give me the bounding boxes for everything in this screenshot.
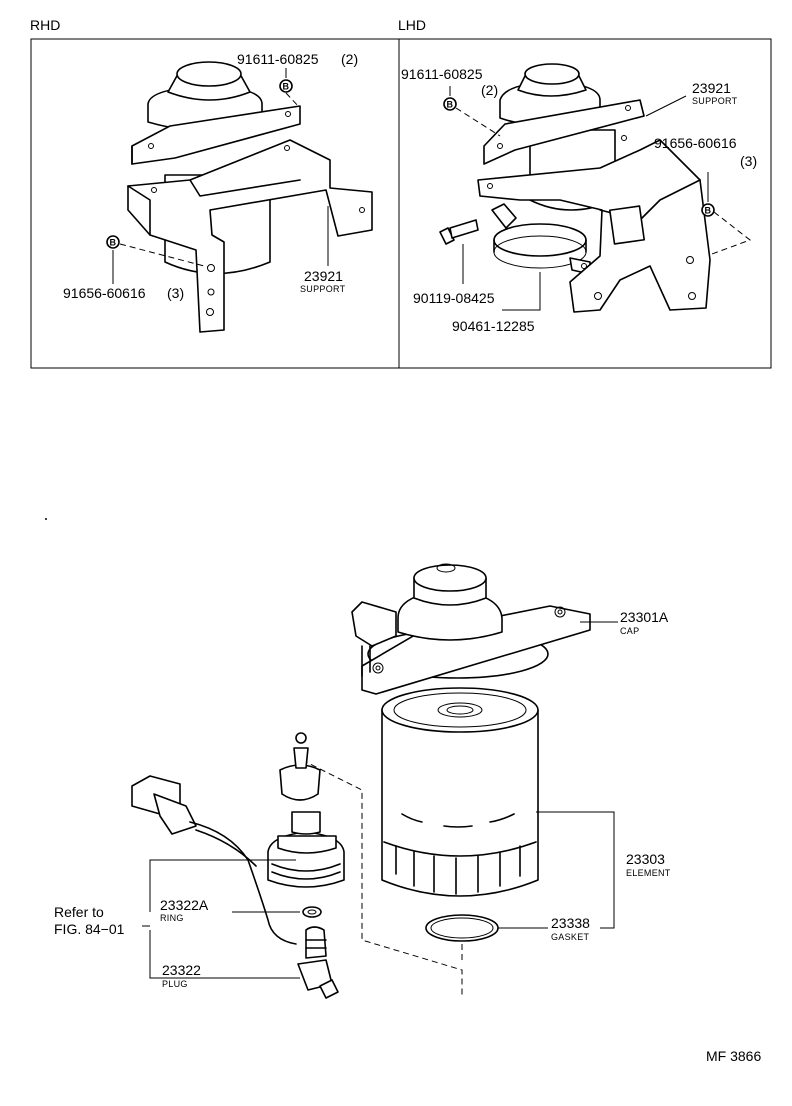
rhd-heading: RHD [30, 17, 60, 33]
cap-part: 23301A [620, 609, 669, 625]
ring-name: RING [160, 913, 184, 923]
rhd-bolt-top-part: 91611-60825 [237, 51, 319, 67]
refer-note-line1: Refer to [54, 904, 104, 920]
rhd-bolt-side: B [106, 235, 209, 284]
gasket-part: 23338 [551, 915, 590, 931]
lhd-screw-part: 90119-08425 [413, 290, 495, 306]
gasket-name: GASKET [551, 932, 590, 942]
lhd-support-assembly [439, 63, 711, 313]
svg-text:B: B [283, 82, 290, 92]
lhd-bolt-top: B [443, 86, 501, 137]
rhd-support-assembly [127, 61, 373, 333]
stray-dot [45, 518, 47, 520]
rhd-bolt-side-qty: (3) [167, 285, 184, 301]
lhd-bolt-top-part: 91611-60825 [401, 66, 483, 82]
filter-cap-drawing [351, 563, 591, 695]
lhd-clamp-part: 90461-12285 [452, 318, 535, 334]
lhd-bolt-side: B [701, 172, 752, 255]
ring-part: 23322A [160, 897, 209, 913]
plug-name: PLUG [162, 979, 188, 989]
svg-text:B: B [705, 206, 712, 216]
svg-text:B: B [110, 238, 117, 248]
lhd-bolt-top-qty: (2) [481, 82, 498, 98]
lhd-support-name: SUPPORT [692, 96, 738, 106]
cap-name: CAP [620, 626, 639, 636]
sensor-drawing [131, 732, 345, 999]
rhd-support-part: 23921 [304, 268, 343, 284]
top-panel-frame [30, 38, 772, 369]
rhd-bolt-top: B [279, 68, 301, 109]
svg-text:B: B [447, 100, 454, 110]
assembly-guide-line [301, 759, 463, 998]
plug-part: 23322 [162, 962, 201, 978]
rhd-support-name: SUPPORT [300, 284, 346, 294]
lhd-heading: LHD [398, 17, 426, 33]
element-name: ELEMENT [626, 868, 671, 878]
lhd-bolt-side-qty: (3) [740, 153, 757, 169]
refer-note-line2: FIG. 84−01 [54, 921, 125, 937]
rhd-bolt-top-qty: (2) [341, 51, 358, 67]
lhd-bolt-side-part: 91656-60616 [654, 135, 737, 151]
element-part: 23303 [626, 851, 665, 867]
gasket-drawing [425, 914, 499, 942]
filter-element-drawing [381, 687, 539, 897]
lhd-support-part: 23921 [692, 80, 731, 96]
rhd-bolt-side-part: 91656-60616 [63, 285, 146, 301]
figure-code: MF 3866 [706, 1048, 761, 1064]
